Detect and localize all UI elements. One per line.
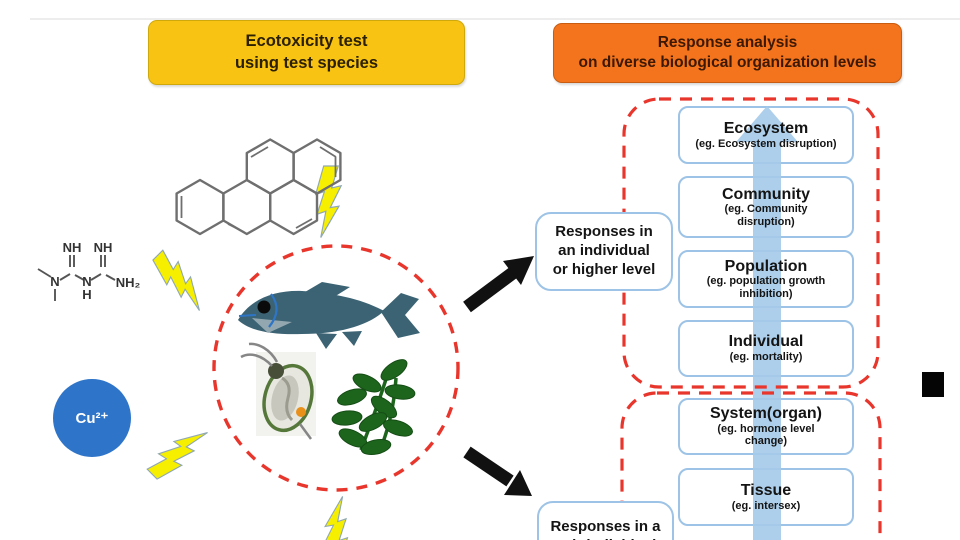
slide-top-border (30, 18, 960, 20)
level-title: Population (724, 257, 808, 275)
tissue-box: Tissue (eg. intersex) (678, 468, 854, 526)
metformin-structure: NH NH N N H NH₂ (37, 240, 141, 302)
copper-ion-circle: Cu²⁺ (53, 379, 131, 457)
population-box: Population (eg. population growth inhibi… (678, 250, 854, 308)
community-box: Community (eg. Community disruption) (678, 176, 854, 238)
benzopyrene-structure (175, 138, 342, 236)
header-line: using test species (234, 53, 379, 72)
level-subtitle: (eg. mortality) (729, 351, 803, 364)
responses-line: sub-individual (539, 537, 672, 540)
daphnia-icon (240, 342, 316, 440)
imine-label: NH (63, 240, 82, 255)
lightning-bolt-icon (146, 247, 214, 315)
ecotoxicity-test-header: Ecotoxicity test using test species (148, 20, 465, 85)
fish-icon (238, 282, 420, 349)
header-line: on diverse biological organization level… (578, 54, 877, 71)
lightning-bolt-icon (322, 495, 349, 540)
responses-line: Responses in a (550, 518, 661, 536)
response-analysis-header: Response analysis on diverse biological … (553, 23, 902, 83)
responses-subindividual-box: Responses in a sub-individual (537, 501, 674, 540)
amine-label: NH₂ (116, 275, 141, 290)
level-title: System(organ) (709, 405, 823, 423)
system-organ-box: System(organ) (eg. hormone level change) (678, 398, 854, 455)
level-title: Community (722, 185, 810, 203)
right-edge-marker (922, 372, 944, 397)
level-subtitle: (eg. population growth inhibition) (706, 275, 826, 300)
responses-individual-box: Responses in an individual or higher lev… (535, 212, 673, 291)
individual-box: Individual (eg. mortality) (678, 320, 854, 377)
h-label: H (82, 287, 91, 302)
arrow-to-individual-responses (463, 256, 534, 313)
level-title: Tissue (740, 481, 792, 499)
test-species-dashed-circle (212, 244, 460, 492)
lightning-bolt-icon (144, 418, 212, 486)
lightning-bolt-icons (144, 165, 349, 540)
level-subtitle: (eg. Ecosystem disruption) (695, 137, 837, 150)
responses-line: or higher level (552, 260, 656, 278)
ecosystem-box: Ecosystem (eg. Ecosystem disruption) (678, 106, 854, 164)
header-line: Response analysis (657, 33, 798, 51)
responses-line: Responses in (555, 223, 653, 241)
lightning-bolt-icon (315, 165, 342, 239)
n-label: N (50, 274, 59, 289)
copper-ion-label: Cu²⁺ (75, 410, 109, 427)
level-title: Individual (728, 333, 804, 351)
level-title: Ecosystem (723, 119, 809, 137)
header-line: Ecotoxicity test (245, 32, 368, 51)
level-subtitle: (eg. Community disruption) (724, 203, 808, 228)
imine-label: NH (94, 240, 113, 255)
arrow-to-subindividual-responses (463, 446, 532, 496)
algae-icon (331, 359, 416, 456)
n-label: N (82, 274, 91, 289)
responses-line: an individual (558, 242, 650, 260)
level-subtitle: (eg. hormone level change) (717, 422, 815, 448)
level-subtitle: (eg. intersex) (731, 499, 801, 512)
